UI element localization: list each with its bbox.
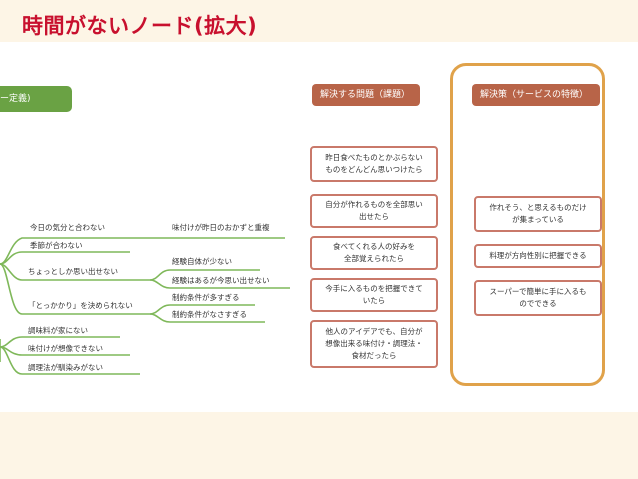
branch-line bbox=[0, 263, 150, 315]
branch-label: 「とっかかり」を決められない bbox=[28, 301, 133, 310]
branch-line bbox=[149, 279, 290, 289]
branch-label: 調理法が馴染みがない bbox=[28, 363, 103, 372]
solution-highlight-frame bbox=[450, 63, 605, 386]
solution-card: 料理が方向性別に把握できる bbox=[474, 244, 602, 268]
branch-label: 味付けが想像できない bbox=[28, 344, 103, 353]
sub-branch-label: 制約条件が多すぎる bbox=[172, 293, 240, 302]
problem-card: 他人のアイデアでも、自分が 想像出来る味付け・調理法・ 食材だったら bbox=[310, 320, 438, 368]
branch-lines bbox=[0, 237, 290, 375]
slide-title: 時間がないノード(拡大) bbox=[22, 14, 258, 38]
problems-header: 解決する問題（課題） bbox=[312, 84, 420, 106]
sub-branch-label: 制約条件がなさすぎる bbox=[172, 310, 247, 319]
problem-card: 今手に入るものを把握できて いたら bbox=[310, 278, 438, 312]
branch-label: 今日の気分と合わない bbox=[30, 223, 105, 232]
branch-line bbox=[0, 251, 130, 265]
problem-card: 自分が作れるものを全部思い 出せたら bbox=[310, 194, 438, 228]
sub-branch-label: 経験はあるが今思い出せない bbox=[172, 276, 270, 285]
solution-card: 作れそう、と思えるものだけ が集まっている bbox=[474, 196, 602, 232]
branch-line bbox=[0, 346, 140, 375]
problem-card: 食べてくれる人の好みを 全部覚えられたら bbox=[310, 236, 438, 270]
problem-card: 昨日食べたものとかぶらない ものをどんどん思いつけたら bbox=[310, 146, 438, 182]
branch-label: 季節が合わない bbox=[30, 241, 83, 250]
branch-label: ちょっとしか思い出せない bbox=[28, 267, 118, 276]
branch-line bbox=[149, 313, 265, 323]
solution-card: スーパーで簡単に手に入るも のでできる bbox=[474, 280, 602, 316]
solutions-header: 解決策（サービスの特徴） bbox=[472, 84, 600, 106]
sub-branch-label: 経験自体が少ない bbox=[172, 257, 232, 266]
branch-label: 調味料が家にない bbox=[28, 326, 88, 335]
sub-branch-label: 味付けが昨日のおかずと重複 bbox=[172, 223, 270, 232]
mindmap-canvas: ー定義) 今日の気分と合わない 季節が合わない ちょっとしか思い出せない 「とっ… bbox=[0, 42, 638, 412]
definition-node: ー定義) bbox=[0, 86, 72, 112]
